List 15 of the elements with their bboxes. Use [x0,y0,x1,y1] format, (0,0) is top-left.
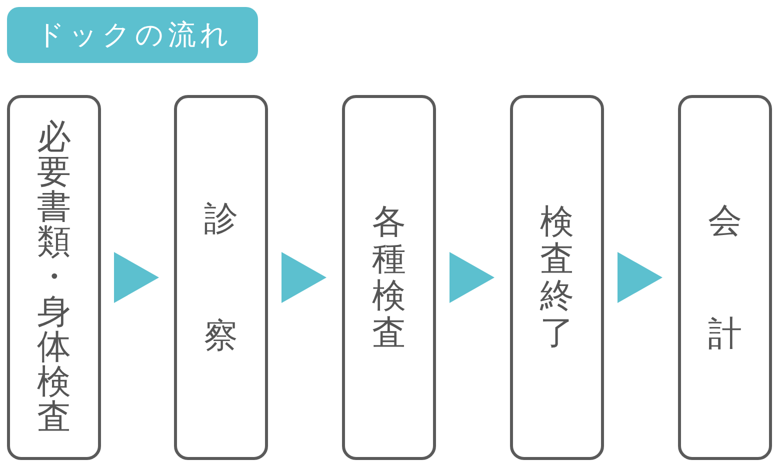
step-box [678,95,772,460]
arrow [282,252,326,303]
arrow [450,252,494,303]
step-label: 診察 [204,198,238,358]
step-box [7,95,101,460]
step-label: 検査終了 [540,204,574,352]
arrow [114,252,159,303]
step-label: 会計 [708,200,742,356]
step-label: 必要書類・身体検査 [37,120,71,435]
title-banner: ドックの流れ [7,7,258,63]
step-box [510,95,604,460]
step-box [174,95,268,460]
step-box [342,95,436,460]
arrow [618,252,662,303]
step-label: 各種検査 [372,204,406,352]
